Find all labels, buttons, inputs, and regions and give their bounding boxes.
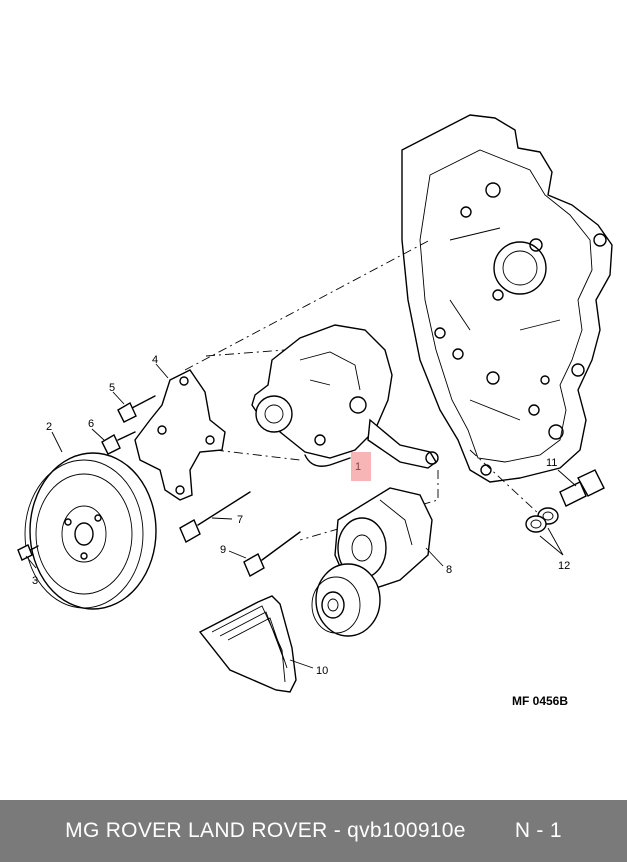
callout-12: 12 [558,560,570,572]
crankshaft-pulley [24,452,157,610]
bolt-3 [17,544,39,561]
callout-5: 5 [109,382,115,394]
callout-6: 6 [88,418,94,430]
callout-11: 11 [546,457,557,469]
exploded-view-drawing: 1 2 3 4 5 6 7 8 9 10 11 12 MF 0456B [17,114,613,708]
callout-leaders [25,363,577,669]
callout-8: 8 [446,564,452,576]
power-steering-pump [251,324,439,469]
callout-9: 9 [220,544,226,556]
footer-position-text: N - 1 [514,819,562,842]
bolt-5 [117,395,156,423]
bolt-9 [243,531,301,577]
banjo-bolt [559,469,605,507]
parts-diagram: 1 2 3 4 5 6 7 8 9 10 11 12 MF 0456B [17,114,613,708]
callout-10: 10 [316,665,328,677]
footer-brand-text: MG ROVER LAND ROVER - qvb100910e [65,819,466,842]
callout-3: 3 [32,575,38,587]
sealing-washers [525,507,559,533]
belt-tensioner [334,487,433,591]
idler-pulley [311,563,381,637]
pump-bracket [134,369,226,501]
bolt-6 [101,431,136,455]
callout-7: 7 [237,514,243,526]
footer-gap [466,819,515,843]
bolt-7 [179,491,251,543]
drive-belt [198,595,297,693]
footer-bar: MG ROVER LAND ROVER - qvb100910e N - 1 [0,800,627,862]
engine-block-outline [401,114,613,483]
diagram-reference-code: MF 0456B [512,694,568,708]
callout-2: 2 [46,421,52,433]
highlighted-part-marker [351,452,371,481]
callout-4: 4 [152,354,158,366]
